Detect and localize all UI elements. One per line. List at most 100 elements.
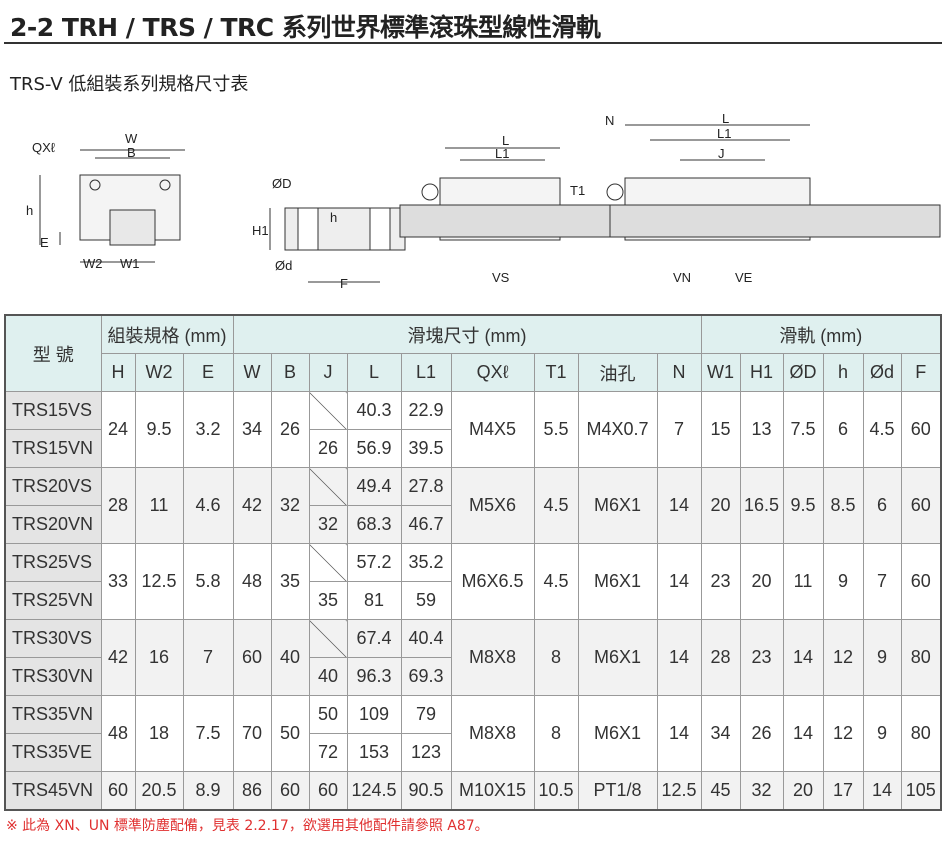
cell-h: 33 — [100, 543, 136, 620]
section-subtitle: TRS-V 低組裝系列規格尺寸表 — [10, 74, 249, 95]
cell-w: 86 — [232, 771, 272, 811]
label-vn: VN — [673, 270, 691, 285]
cell-h: 42 — [100, 619, 136, 696]
dimension-diagrams: QXℓ W B h E W2 W1 ØD H1 h Ød F L L1 T1 N… — [26, 111, 941, 291]
cell-w1: 34 — [700, 695, 741, 772]
cell-oil: M6X1 — [577, 695, 658, 772]
cell-f: 60 — [900, 543, 942, 620]
cell-w1: 23 — [700, 543, 741, 620]
column-header: W — [232, 353, 272, 392]
cell-j: 32 — [308, 505, 348, 544]
cell-h: 28 — [100, 467, 136, 544]
cell-h1: 13 — [739, 391, 784, 468]
cell-l: 49.4 — [346, 467, 402, 506]
cell-w2: 12.5 — [134, 543, 184, 620]
column-header: H1 — [739, 353, 784, 392]
cell-oil: M6X1 — [577, 467, 658, 544]
model-cell: TRS20VS — [4, 467, 102, 506]
model-cell: TRS30VN — [4, 657, 102, 696]
cell-l: 68.3 — [346, 505, 402, 544]
cell-b: 35 — [270, 543, 310, 620]
cell-od: 14 — [782, 695, 824, 772]
cell-t1: 8 — [533, 695, 579, 772]
model-cell: TRS15VN — [4, 429, 102, 468]
cell-j: 60 — [308, 771, 348, 811]
cell-od: 4.5 — [862, 391, 902, 468]
cell-l: 40.3 — [346, 391, 402, 430]
column-header: N — [656, 353, 702, 392]
label-l-vn: L — [722, 111, 729, 126]
label-b: B — [127, 145, 136, 160]
cell-l: 153 — [346, 733, 402, 772]
model-cell: TRS25VS — [4, 543, 102, 582]
cell-od: 6 — [862, 467, 902, 544]
cell-oil: M4X0.7 — [577, 391, 658, 468]
label-h1: H1 — [252, 223, 269, 238]
column-header: 油孔 — [577, 353, 658, 392]
column-header: J — [308, 353, 348, 392]
cell-w: 60 — [232, 619, 272, 696]
label-qxl: QXℓ — [32, 140, 56, 155]
cell-n: 14 — [656, 467, 702, 544]
cell-j-empty — [308, 619, 348, 658]
cell-h1: 16.5 — [739, 467, 784, 544]
cell-t1: 8 — [533, 619, 579, 696]
cell-t1: 10.5 — [533, 771, 579, 811]
cell-j: 40 — [308, 657, 348, 696]
cell-t1: 5.5 — [533, 391, 579, 468]
rail-section-diagram — [269, 207, 406, 283]
cell-e: 7 — [182, 619, 234, 696]
column-header: QXℓ — [450, 353, 535, 392]
cell-od: 11 — [782, 543, 824, 620]
cell-f: 60 — [900, 391, 942, 468]
cell-od: 14 — [862, 771, 902, 811]
cell-w2: 9.5 — [134, 391, 184, 468]
cell-w1: 20 — [700, 467, 741, 544]
cell-w: 48 — [232, 543, 272, 620]
cell-oil: M6X1 — [577, 619, 658, 696]
cell-n: 14 — [656, 695, 702, 772]
label-j: J — [718, 146, 725, 161]
column-header: W2 — [134, 353, 184, 392]
label-w2: W2 — [83, 256, 103, 271]
cell-od: 20 — [782, 771, 824, 811]
cell-l1: 35.2 — [400, 543, 452, 582]
cell-qx: M4X5 — [450, 391, 535, 468]
header-block: 滑塊尺寸 (mm) — [232, 314, 702, 354]
cell-l1: 59 — [400, 581, 452, 620]
cell-qx: M5X6 — [450, 467, 535, 544]
cell-w1: 28 — [700, 619, 741, 696]
cell-j-empty — [308, 391, 348, 430]
cell-oil: PT1/8 — [577, 771, 658, 811]
cell-j: 26 — [308, 429, 348, 468]
cell-l1: 79 — [400, 695, 452, 734]
cell-h: 9 — [822, 543, 864, 620]
cell-h1: 26 — [739, 695, 784, 772]
cell-e: 7.5 — [182, 695, 234, 772]
cell-l1: 40.4 — [400, 619, 452, 658]
cell-j: 72 — [308, 733, 348, 772]
label-od: ØD — [272, 176, 292, 191]
cell-h: 6 — [822, 391, 864, 468]
cell-w2: 20.5 — [134, 771, 184, 811]
cell-h1: 32 — [739, 771, 784, 811]
model-cell: TRS20VN — [4, 505, 102, 544]
label-l1-vs: L1 — [495, 146, 509, 161]
cell-w: 42 — [232, 467, 272, 544]
cell-w2: 18 — [134, 695, 184, 772]
cell-l1: 90.5 — [400, 771, 452, 811]
cell-e: 3.2 — [182, 391, 234, 468]
column-header: Ød — [862, 353, 902, 392]
cell-n: 14 — [656, 619, 702, 696]
cell-l1: 27.8 — [400, 467, 452, 506]
cell-od: 14 — [782, 619, 824, 696]
cell-l: 124.5 — [346, 771, 402, 811]
page-title: 2-2 TRH / TRS / TRC 系列世界標準滾珠型線性滑軌 — [10, 13, 601, 42]
